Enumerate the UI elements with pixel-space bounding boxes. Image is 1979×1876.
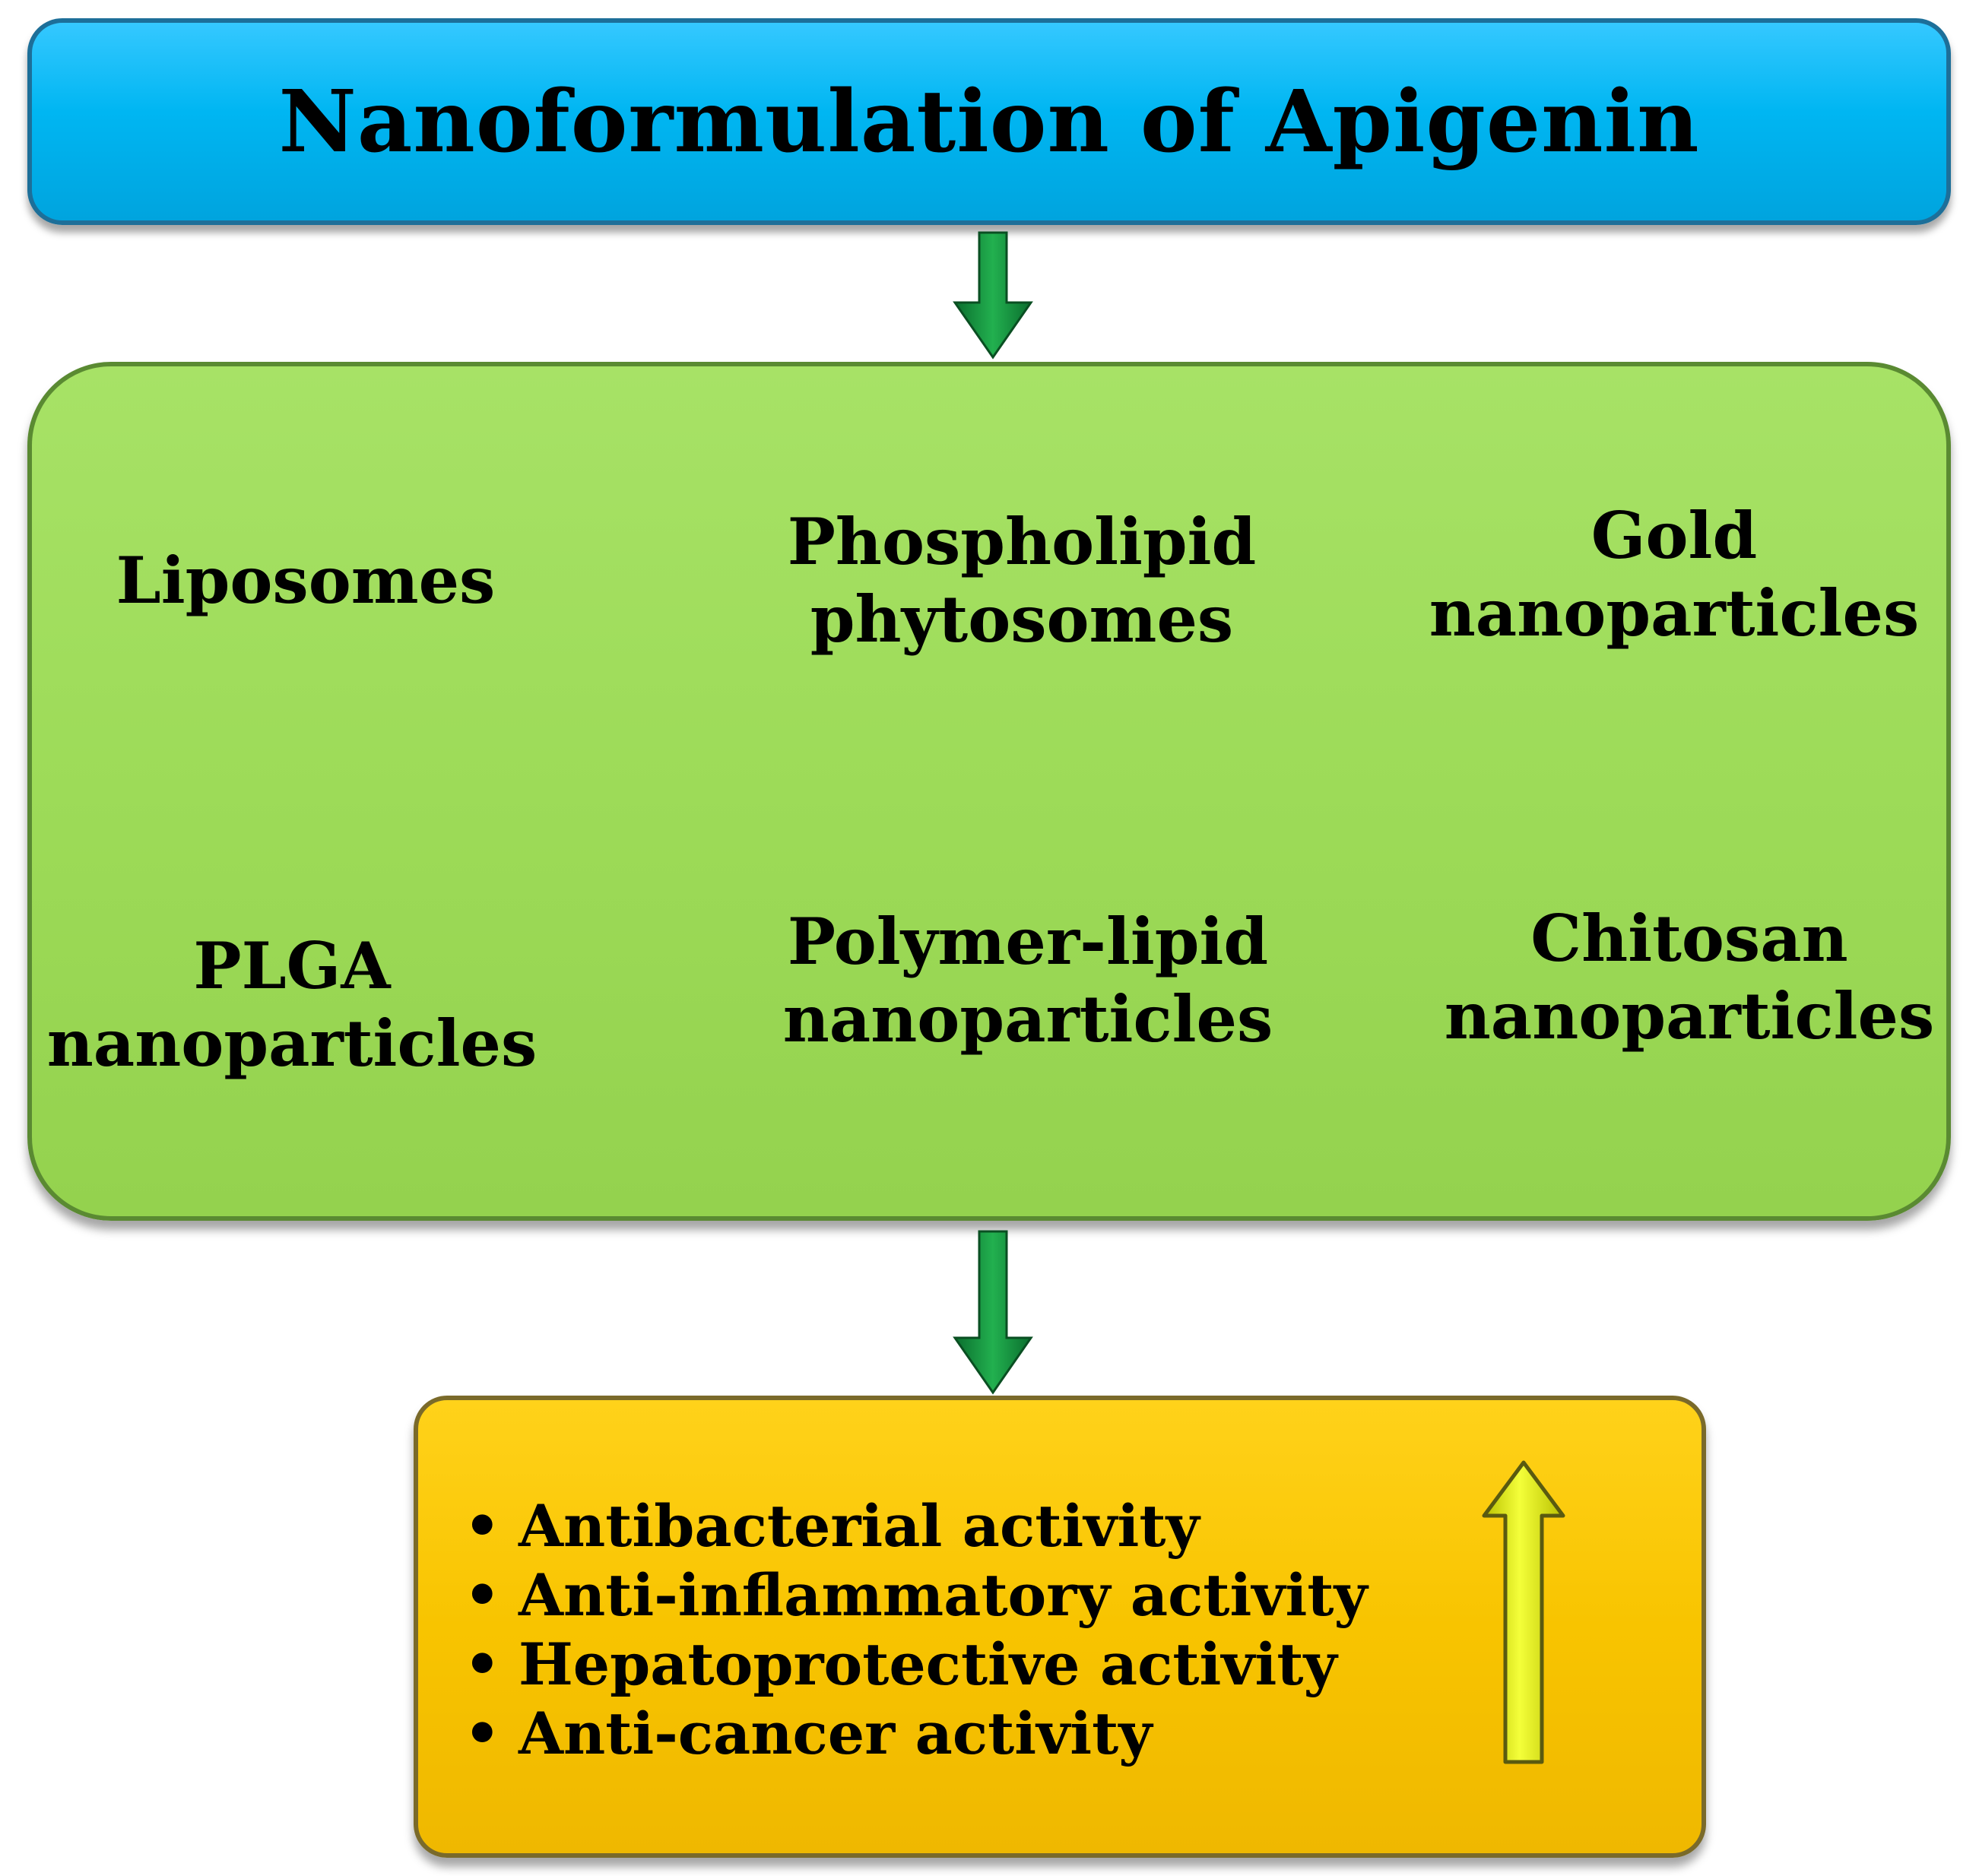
formulation-line: nanoparticles — [1429, 575, 1920, 651]
flow-arrow-down-icon — [953, 231, 1033, 360]
activity-list: • Antibacterial activity • Anti-inflammato… — [464, 1491, 1368, 1768]
bullet: • — [464, 1700, 501, 1767]
title-box: Nanoformulation of Apigenin — [27, 18, 1951, 225]
bullet: • — [464, 1630, 501, 1698]
formulation-line: PLGA — [193, 928, 391, 1003]
activity-item: • Antibacterial activity — [464, 1491, 1368, 1561]
activity-label: Hepatoprotective activity — [519, 1630, 1337, 1698]
formulation-liposomes: Liposomes — [116, 542, 496, 620]
activity-label: Anti-inflammatory activity — [519, 1561, 1368, 1629]
bullet: • — [464, 1492, 501, 1560]
activity-item: • Anti-cancer activity — [464, 1699, 1368, 1768]
formulation-line: nanoparticles — [46, 1006, 538, 1081]
formulation-line: nanoparticles — [1444, 978, 1935, 1054]
formulation-line: Phospholipid — [787, 504, 1257, 579]
activity-label: Anti-cancer activity — [519, 1700, 1153, 1767]
activities-box: • Antibacterial activity • Anti-inflammato… — [414, 1396, 1706, 1858]
activity-item: • Hepatoprotective activity — [464, 1630, 1368, 1699]
formulation-plga-nanoparticles: PLGA nanoparticles — [47, 927, 538, 1082]
activity-item: • Anti-inflammatory activity — [464, 1561, 1368, 1630]
formulation-gold-nanoparticles: Gold nanoparticles — [1429, 497, 1920, 652]
formulation-line: Polymer-lipid — [787, 904, 1269, 979]
bullet: • — [464, 1561, 501, 1629]
up-arrow-icon — [1482, 1460, 1565, 1764]
activity-label: Antibacterial activity — [519, 1492, 1200, 1560]
diagram-title: Nanoformulation of Apigenin — [278, 71, 1700, 172]
formulation-phospholipid-phytosomes: Phospholipid phytosomes — [788, 503, 1257, 658]
formulation-line: Liposomes — [116, 543, 496, 618]
formulations-box: Liposomes Phospholipid phytosomes Gold n… — [27, 362, 1951, 1221]
formulation-polymer-lipid-nanoparticles: Polymer-lipid nanoparticles — [783, 903, 1273, 1058]
formulation-line: Gold — [1590, 498, 1758, 573]
formulation-line: Chitosan — [1530, 901, 1848, 976]
formulation-line: phytosomes — [810, 581, 1234, 657]
formulation-line: nanoparticles — [782, 981, 1273, 1057]
flow-arrow-down-icon — [953, 1230, 1033, 1395]
formulation-chitosan-nanoparticles: Chitosan nanoparticles — [1445, 900, 1935, 1055]
